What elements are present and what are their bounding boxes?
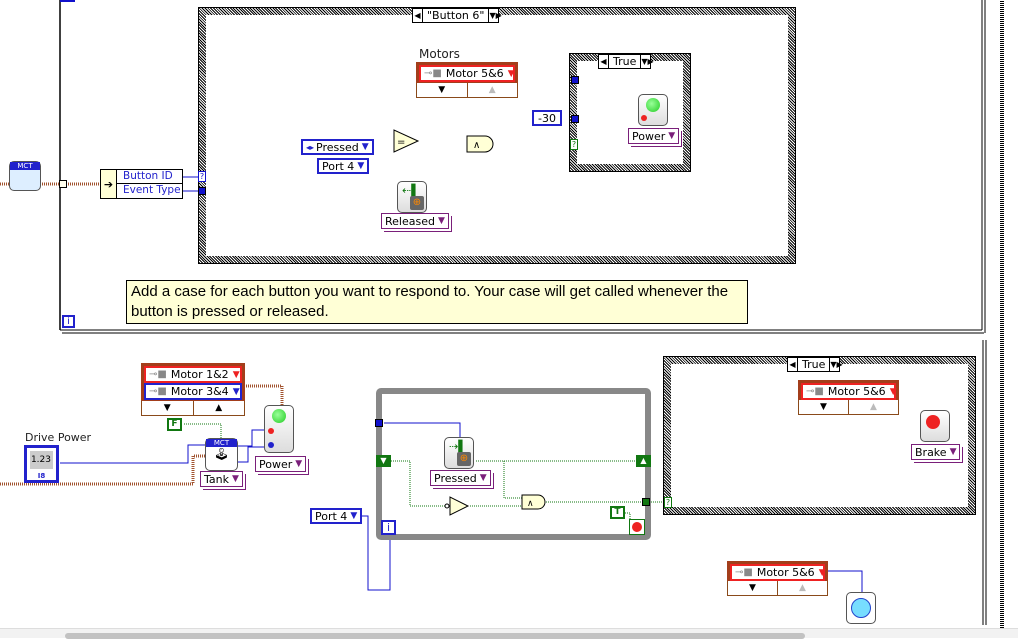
ring-arrows[interactable]: ▼▲ bbox=[798, 400, 899, 415]
horizontal-scrollbar-thumb[interactable] bbox=[65, 633, 805, 639]
drive-power-control[interactable]: 1.23 I8 bbox=[24, 445, 59, 483]
green-light-icon bbox=[272, 409, 286, 423]
mct-event-vi-icon[interactable]: MCT bbox=[9, 161, 41, 191]
case-selector-label: "Button 6" bbox=[422, 9, 490, 22]
prev-case-icon[interactable]: ◀ bbox=[414, 11, 421, 20]
power-enum[interactable]: Power▼ bbox=[628, 128, 680, 144]
arrow-icon: ➔ bbox=[101, 170, 117, 198]
bottom-case-selector[interactable]: ◀True▼▶ bbox=[787, 357, 843, 372]
dog-vi-icon[interactable] bbox=[846, 592, 876, 624]
loop-iteration-terminal: i bbox=[381, 520, 396, 535]
nxt-button-sensor-icon[interactable]: ⇢▌ ⊕ bbox=[444, 437, 474, 469]
pressed-enum[interactable]: Pressed▼ bbox=[430, 470, 491, 486]
next-case-icon[interactable]: ▼▶ bbox=[489, 11, 502, 20]
power-constant[interactable]: -30 bbox=[532, 110, 562, 126]
motor-ring-1: Motor 1&2 bbox=[170, 368, 229, 381]
button-case-structure[interactable] bbox=[198, 7, 796, 264]
motor-brake-vi-icon[interactable] bbox=[920, 410, 950, 442]
ring-arrows[interactable]: ▼▲ bbox=[727, 581, 828, 596]
button-id-field: Button ID bbox=[117, 170, 182, 184]
released-enum[interactable]: Released▼ bbox=[381, 213, 449, 229]
motor-ring-value: Motor 5&6 bbox=[445, 67, 504, 80]
plug-icon: ⊸■ bbox=[424, 68, 442, 79]
horizontal-scrollbar-track[interactable] bbox=[0, 628, 1018, 639]
type-label: I8 bbox=[37, 472, 46, 480]
mct-label: MCT bbox=[10, 162, 40, 170]
event-data-node[interactable]: ➔ Button ID Event Type bbox=[100, 169, 183, 199]
inner-case-label: True bbox=[608, 55, 642, 68]
numeric-value: 1.23 bbox=[30, 451, 53, 469]
comment-note: Add a case for each button you want to r… bbox=[126, 280, 748, 324]
tunnel-terminal bbox=[375, 419, 383, 427]
case-selector-button[interactable]: ◀ "Button 6" ▼▶ bbox=[412, 8, 502, 23]
ring-arrows[interactable]: ▼▲ bbox=[141, 401, 245, 416]
ring-arrows[interactable]: ▼▲ bbox=[416, 83, 518, 98]
right-frame-edge bbox=[1000, 0, 1004, 628]
inner-case-selector[interactable]: ◀True▼▶ bbox=[598, 54, 654, 69]
case-selector-terminal[interactable]: ? bbox=[198, 171, 206, 182]
shift-register-left[interactable]: ▼ bbox=[376, 455, 391, 467]
tunnel-terminal bbox=[571, 115, 579, 123]
nxt-button-sensor-icon[interactable]: ⇠▌ ⊕ bbox=[397, 181, 427, 213]
case-selector-terminal[interactable]: ? bbox=[664, 497, 672, 508]
tunnel-terminal bbox=[571, 76, 579, 84]
false-constant[interactable]: F bbox=[167, 418, 182, 431]
mct-steering-vi-icon[interactable]: MCT 🕹 bbox=[205, 438, 238, 471]
decrement-arrow[interactable]: ▼ bbox=[438, 85, 446, 95]
drive-motors-ring[interactable]: ⊸■Motor 1&2▼ ⊸■Motor 3&4▼ bbox=[141, 363, 245, 403]
tunnel bbox=[59, 180, 67, 188]
inner-case-structure[interactable] bbox=[569, 53, 691, 172]
pressed-enum-constant[interactable]: ◂▸Pressed▼ bbox=[301, 139, 374, 155]
motor-power-vi-icon[interactable] bbox=[638, 94, 668, 126]
dual-motor-vi-icon[interactable] bbox=[264, 405, 294, 453]
port-enum-constant[interactable]: Port 4▼ bbox=[310, 508, 363, 524]
motors-ring[interactable]: ⊸■Motor 5&6▼ bbox=[416, 62, 518, 85]
drive-power-label: Drive Power bbox=[25, 431, 92, 444]
case-selector-terminal[interactable]: ? bbox=[570, 139, 578, 150]
tank-enum[interactable]: Tank▼ bbox=[200, 471, 243, 487]
shift-register-right[interactable]: ▲ bbox=[636, 455, 651, 467]
green-light-icon bbox=[646, 98, 660, 112]
port-enum-constant[interactable]: Port 4▼ bbox=[317, 158, 370, 174]
power-enum[interactable]: Power▼ bbox=[255, 456, 307, 472]
red-dot-icon bbox=[268, 428, 274, 434]
blue-dot-icon bbox=[268, 442, 274, 448]
motor-ring-value: Motor 5&6 bbox=[756, 566, 815, 579]
event-type-field: Event Type bbox=[123, 184, 181, 196]
tunnel-terminal bbox=[198, 187, 206, 195]
increment-arrow[interactable]: ▲ bbox=[466, 83, 518, 97]
motor-ring-2: Motor 3&4 bbox=[170, 385, 229, 398]
dropdown-icon[interactable]: ▼ bbox=[507, 68, 515, 79]
motors-label: Motors bbox=[419, 47, 460, 61]
red-dot-icon bbox=[641, 115, 647, 121]
red-light-icon bbox=[926, 415, 940, 429]
bottom-case-label: True bbox=[797, 358, 831, 371]
loop-output-terminal bbox=[642, 498, 650, 506]
brake-enum[interactable]: Brake▼ bbox=[911, 444, 961, 460]
mct-label: MCT bbox=[206, 439, 237, 447]
motor-ring-value: Motor 5&6 bbox=[827, 385, 886, 398]
true-constant[interactable]: T bbox=[610, 506, 625, 519]
loop-iteration-terminal: i bbox=[62, 315, 75, 328]
stop-condition-icon[interactable] bbox=[629, 519, 645, 535]
joystick-icon: 🕹 bbox=[213, 447, 230, 461]
